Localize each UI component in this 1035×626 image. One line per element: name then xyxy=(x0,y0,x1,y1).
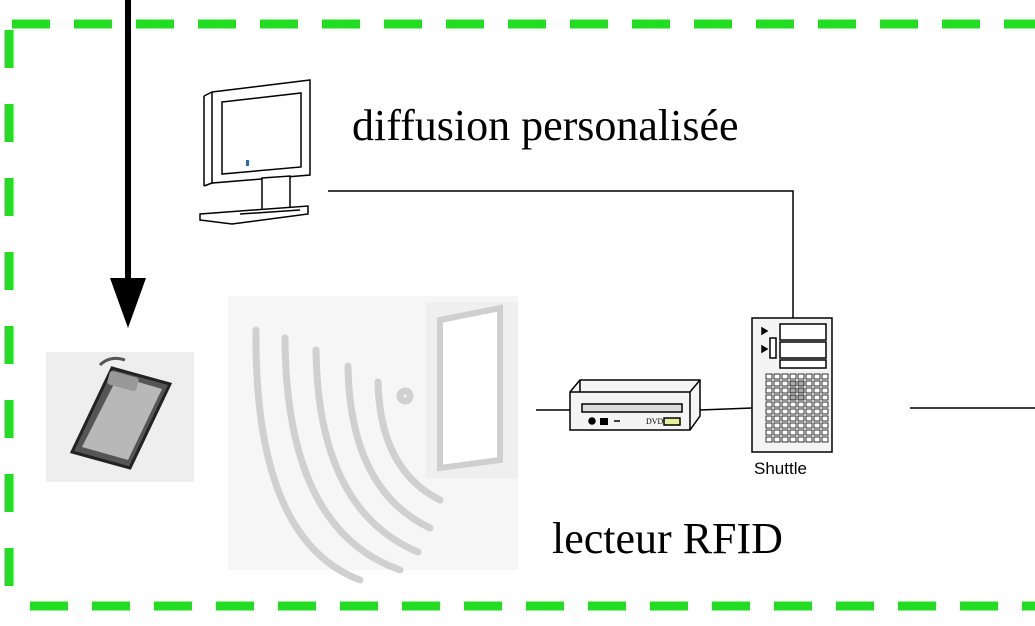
grille-cell xyxy=(821,429,829,436)
tower-server-icon xyxy=(751,317,833,453)
grille-cell xyxy=(821,408,829,415)
grille-cell xyxy=(821,415,829,422)
grille-cell xyxy=(765,387,773,394)
grille-cell xyxy=(789,408,797,415)
grille-cell xyxy=(773,373,781,380)
grille-cell xyxy=(781,387,789,394)
grille-cell xyxy=(821,380,829,387)
grille-cell xyxy=(765,380,773,387)
grille-cell xyxy=(805,415,813,422)
grille-cell xyxy=(805,380,813,387)
grille-cell xyxy=(797,422,805,429)
grille-cell xyxy=(813,387,821,394)
grille-cell xyxy=(781,373,789,380)
grille-cell xyxy=(813,415,821,422)
monitor-to-server-line xyxy=(328,190,794,318)
grille-cell xyxy=(797,408,805,415)
personalized-broadcast-label: diffusion personalisée xyxy=(352,101,739,150)
grille-cell xyxy=(773,436,781,443)
grille-cell xyxy=(813,408,821,415)
grille-cell xyxy=(797,415,805,422)
grille-cell xyxy=(813,394,821,401)
grille-cell xyxy=(797,380,805,387)
grille-cell xyxy=(813,380,821,387)
grille-cell xyxy=(773,380,781,387)
grille-cell xyxy=(781,422,789,429)
grille-cell xyxy=(773,429,781,436)
grille-cell xyxy=(821,394,829,401)
grille-cell xyxy=(765,401,773,408)
grille-cell xyxy=(781,380,789,387)
grille-cell xyxy=(765,429,773,436)
grille-cell xyxy=(797,373,805,380)
grille-cell xyxy=(813,436,821,443)
grille-cell xyxy=(765,408,773,415)
grille-cell xyxy=(813,401,821,408)
grille-cell xyxy=(797,394,805,401)
grille-cell xyxy=(821,373,829,380)
grille-cell xyxy=(781,401,789,408)
grille-cell xyxy=(797,387,805,394)
monitor-icon xyxy=(199,79,311,225)
rfid-reader-label: lecteur RFID xyxy=(552,514,783,563)
grille-cell xyxy=(789,373,797,380)
grille-cell xyxy=(813,422,821,429)
grille-cell xyxy=(789,429,797,436)
grille-cell xyxy=(773,415,781,422)
grille-cell xyxy=(789,387,797,394)
grille-cell xyxy=(773,387,781,394)
grille-cell xyxy=(765,373,773,380)
grille-cell xyxy=(765,436,773,443)
grille-cell xyxy=(773,408,781,415)
grille-cell xyxy=(805,408,813,415)
dvd-badge: DVD xyxy=(646,417,664,426)
grille-cell xyxy=(781,408,789,415)
server-brand-label: Shuttle xyxy=(754,459,807,478)
grille-cell xyxy=(805,422,813,429)
arrow-down-icon xyxy=(110,0,146,328)
grille-cell xyxy=(781,394,789,401)
grille-cell xyxy=(765,422,773,429)
grille-cell xyxy=(781,415,789,422)
grille-cell xyxy=(821,401,829,408)
dvd-to-server-line xyxy=(699,407,753,411)
grille-cell xyxy=(805,394,813,401)
system-boundary xyxy=(4,19,1035,611)
grille-cell xyxy=(821,387,829,394)
grille-cell xyxy=(821,436,829,443)
grille-cell xyxy=(805,373,813,380)
antenna-panel-icon xyxy=(426,302,518,478)
grille-cell xyxy=(821,422,829,429)
grille-cell xyxy=(797,429,805,436)
grille-cell xyxy=(789,380,797,387)
grille-cell xyxy=(797,401,805,408)
grille-cell xyxy=(773,422,781,429)
grille-cell xyxy=(805,401,813,408)
grille-cell xyxy=(789,436,797,443)
grille-cell xyxy=(781,436,789,443)
grille-cell xyxy=(789,394,797,401)
dvd-drive-icon: DVD xyxy=(569,379,701,431)
grille-cell xyxy=(805,387,813,394)
grille-cell xyxy=(805,436,813,443)
rfid-tag-icon xyxy=(46,352,194,482)
grille-cell xyxy=(805,429,813,436)
grille-cell xyxy=(781,429,789,436)
grille-cell xyxy=(797,436,805,443)
grille-cell xyxy=(813,373,821,380)
grille-cell xyxy=(773,394,781,401)
grille-cell xyxy=(765,394,773,401)
grille-cell xyxy=(813,429,821,436)
grille-cell xyxy=(789,422,797,429)
grille-cell xyxy=(773,401,781,408)
grille-cell xyxy=(789,401,797,408)
grille-cell xyxy=(765,415,773,422)
server-grille xyxy=(765,373,829,443)
grille-cell xyxy=(789,415,797,422)
connection-lines xyxy=(328,190,1035,411)
